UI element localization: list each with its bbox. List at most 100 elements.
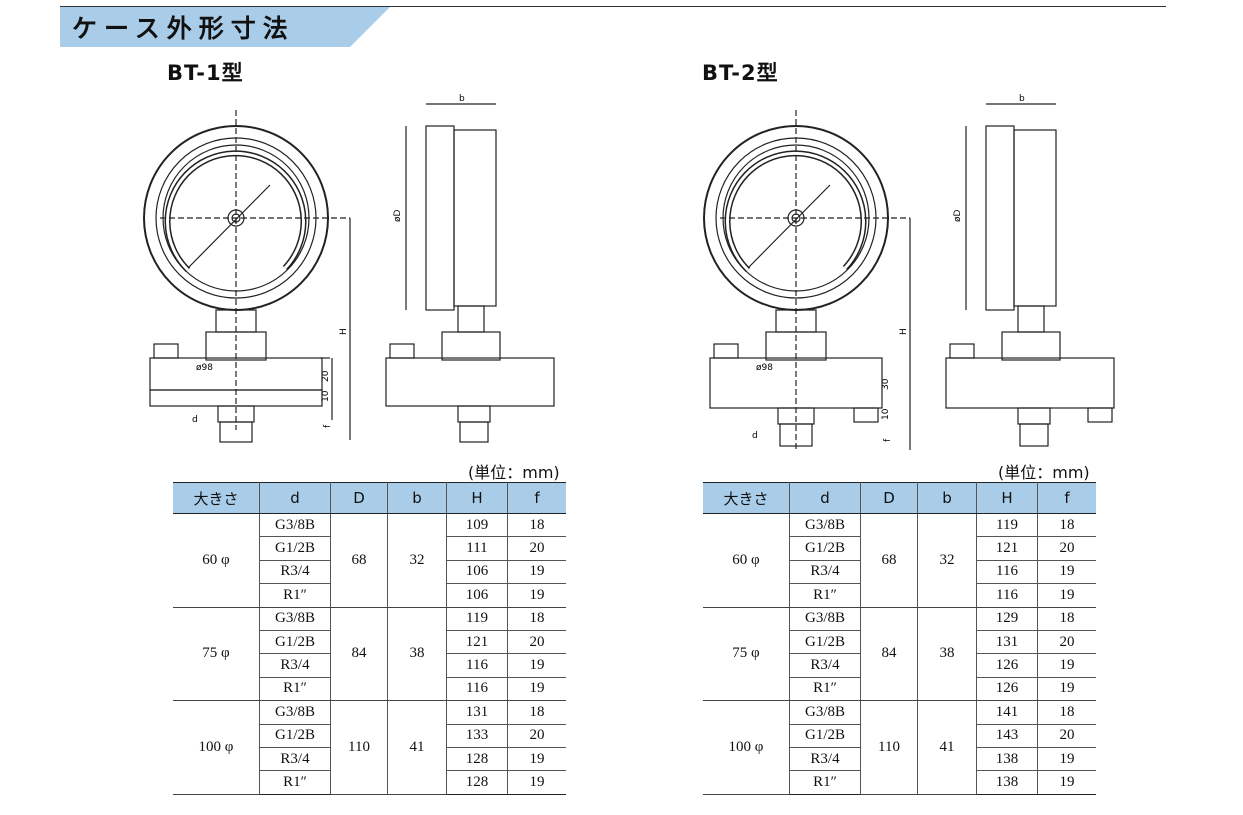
dim-b: b [1019, 94, 1025, 104]
table-cell: G3/8B [789, 700, 861, 725]
dim-30: 30 [881, 378, 891, 390]
drawing-bt1: b øD H ø98 20 10 f d [143, 94, 555, 443]
table-cell: 126 [976, 653, 1038, 678]
table-cell: 106 [446, 583, 508, 608]
dim-phi98: ø98 [196, 363, 213, 373]
table-cell: 18 [1037, 513, 1096, 538]
column-header: d [789, 482, 861, 514]
table-cell: 75 φ [703, 607, 790, 702]
table-cell: 111 [446, 536, 508, 561]
dim-H: H [899, 328, 909, 335]
table-cell: 128 [446, 747, 508, 772]
table-cell: R3/4 [259, 747, 331, 772]
table-cell: 119 [976, 513, 1038, 538]
column-header: D [860, 482, 918, 514]
table-cell: 106 [446, 560, 508, 585]
table-cell: 20 [507, 536, 566, 561]
table-cell: 19 [507, 560, 566, 585]
table-cell: 116 [976, 560, 1038, 585]
table-cell: 110 [330, 700, 388, 795]
table-cell: 128 [446, 770, 508, 795]
column-header: f [507, 482, 566, 514]
table-cell: 38 [387, 607, 447, 702]
table-cell: 131 [976, 630, 1038, 655]
table-cell: R1″ [259, 677, 331, 702]
table-cell: 32 [387, 513, 447, 608]
table-cell: 18 [507, 700, 566, 725]
model-title-bt1: BT-1型 [167, 61, 244, 85]
table-cell: R1″ [259, 583, 331, 608]
table-cell: 19 [507, 653, 566, 678]
table-cell: 60 φ [173, 513, 260, 608]
table-cell: G3/8B [789, 513, 861, 538]
unit-label-bt1: (単位：mm) [468, 463, 560, 482]
table-cell: R3/4 [789, 747, 861, 772]
table-cell: 20 [1037, 630, 1096, 655]
table-cell: G3/8B [259, 607, 331, 631]
dim-10: 10 [881, 408, 891, 420]
table-cell: 129 [976, 607, 1038, 631]
table-cell: 19 [1037, 770, 1096, 795]
table-cell: 19 [507, 747, 566, 772]
unit-label-bt2: (単位：mm) [998, 463, 1090, 482]
table-cell: 121 [976, 536, 1038, 561]
dim-f: f [323, 424, 333, 428]
table-cell: G1/2B [789, 630, 861, 655]
dim-20: 20 [321, 370, 331, 382]
model-title-bt2: BT-2型 [702, 61, 779, 85]
header-tab [60, 7, 390, 47]
table-cell: G3/8B [259, 513, 331, 538]
table-cell: R3/4 [789, 560, 861, 585]
table-cell: R1″ [259, 770, 331, 795]
column-header: H [976, 482, 1038, 514]
table-cell: 100 φ [173, 700, 260, 795]
dim-d: d [752, 431, 758, 441]
table-cell: 75 φ [173, 607, 260, 702]
table-cell: 68 [330, 513, 388, 608]
gauge-front-view [143, 110, 351, 443]
table-cell: 126 [976, 677, 1038, 702]
table-cell: 116 [976, 583, 1038, 608]
dim-D: øD [393, 209, 403, 222]
table-cell: 119 [446, 607, 508, 631]
table-cell: 141 [976, 700, 1038, 725]
table-cell: 18 [1037, 700, 1096, 725]
dim-H: H [339, 328, 349, 335]
table-cell: 19 [507, 677, 566, 702]
table-cell: 138 [976, 770, 1038, 795]
dim-10: 10 [321, 390, 331, 402]
table-cell: 131 [446, 700, 508, 725]
table-cell: 19 [507, 583, 566, 608]
table-cell: 68 [860, 513, 918, 608]
column-header: f [1037, 482, 1096, 514]
table-cell: G1/2B [259, 536, 331, 561]
table-cell: R1″ [789, 770, 861, 795]
table-cell: 84 [330, 607, 388, 702]
table-cell: 18 [1037, 607, 1096, 631]
column-header: b [917, 482, 977, 514]
header-rule [60, 6, 1166, 7]
column-header: d [259, 482, 331, 514]
table-cell: 109 [446, 513, 508, 538]
table-cell: R1″ [789, 583, 861, 608]
